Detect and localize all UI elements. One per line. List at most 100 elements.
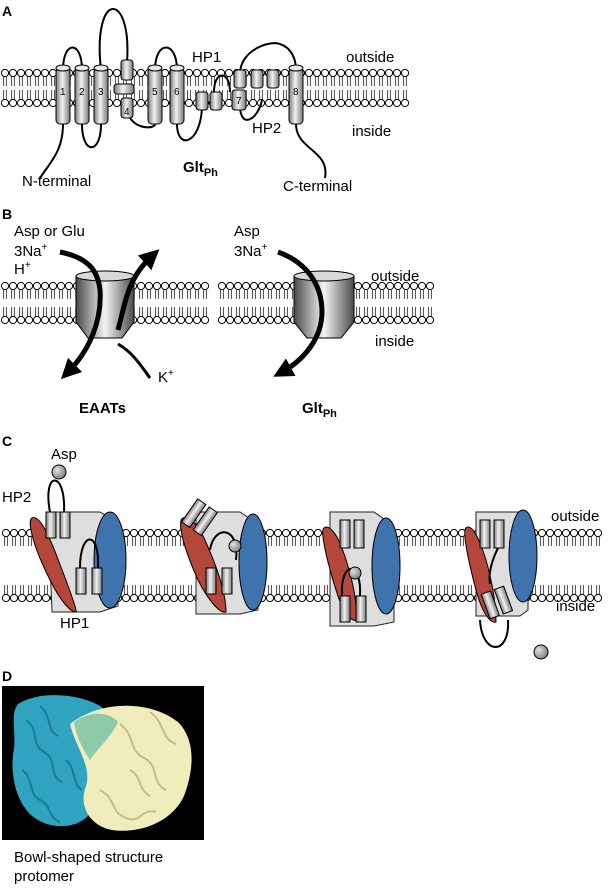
lipid-head <box>336 98 346 108</box>
lipid-tail <box>43 76 47 86</box>
lipid-head <box>304 68 314 78</box>
lipid-head <box>273 281 283 291</box>
helix-number-8: 8 <box>293 87 299 98</box>
lipid-tail <box>267 90 271 100</box>
lipid-head <box>224 68 234 78</box>
lipid-tail <box>316 536 320 546</box>
lipid-head <box>417 281 427 291</box>
lipid-head <box>8 68 18 78</box>
lipid-head <box>385 281 395 291</box>
lipid-head <box>449 593 459 603</box>
lipid-tail <box>220 289 224 299</box>
lipid-tail <box>580 585 584 595</box>
lipid-tail <box>268 307 272 317</box>
lipid-tail <box>203 289 207 299</box>
lipid-tail <box>35 289 39 299</box>
k-line <box>117 342 152 379</box>
lipid-head <box>200 315 210 325</box>
lipid-tail <box>283 76 287 86</box>
lipid-head <box>360 68 370 78</box>
lipid-head <box>352 98 362 108</box>
helix-group-a <box>55 59 304 125</box>
lipid-tail <box>259 90 263 100</box>
lipid-head <box>0 68 10 78</box>
lipid-head <box>553 528 563 538</box>
lipid-head <box>17 593 27 603</box>
lipid-tail <box>171 307 175 317</box>
lipid-head <box>376 98 386 108</box>
lipid-head <box>40 98 50 108</box>
eaat-substrate-0: Asp or Glu <box>14 223 85 240</box>
lipid-tail <box>412 585 416 595</box>
lipid-head <box>200 281 210 291</box>
lipid-tail <box>315 76 319 86</box>
lipid-head <box>384 68 394 78</box>
lipid-tail <box>364 307 368 317</box>
k-ion-label: K+ <box>158 368 174 386</box>
helix-5 <box>147 64 163 125</box>
lipid-head <box>40 68 50 78</box>
inside-label-c: inside <box>556 598 595 615</box>
lipid-head <box>257 315 267 325</box>
lipid-head <box>169 593 179 603</box>
lipid-head <box>280 98 290 108</box>
lipid-tail <box>195 307 199 317</box>
lipid-tail <box>172 536 176 546</box>
lipid-head <box>169 528 179 538</box>
lipid-tail <box>156 585 160 595</box>
outside-label-b: outside <box>371 268 419 285</box>
inside-label-b: inside <box>375 333 414 350</box>
lipid-tail <box>316 585 320 595</box>
lipid-tail <box>44 585 48 595</box>
lipid-head <box>177 593 187 603</box>
lipid-head <box>136 98 146 108</box>
lipid-tail <box>20 585 24 595</box>
glt-substrate-labels: Asp 3Na+ <box>234 223 268 260</box>
lipid-head <box>305 593 315 603</box>
lipid-head <box>577 593 587 603</box>
lipid-head <box>569 528 579 538</box>
lipid-head <box>200 68 210 78</box>
helix-6 <box>169 64 185 125</box>
lipid-head <box>145 528 155 538</box>
lipid-tail <box>20 536 24 546</box>
lipid-tail <box>163 307 167 317</box>
lipid-tail <box>420 585 424 595</box>
lipid-head <box>136 281 146 291</box>
helix-number-6: 6 <box>174 87 180 98</box>
lipid-tail <box>355 90 359 100</box>
lipid-head <box>465 593 475 603</box>
lipid-head <box>17 528 27 538</box>
lipid-head <box>265 315 275 325</box>
lipid-head <box>16 98 26 108</box>
lipid-head <box>64 315 74 325</box>
lipid-head <box>217 281 227 291</box>
hp1-loop <box>79 538 100 569</box>
lipid-head <box>161 593 171 603</box>
lipid-head <box>353 315 363 325</box>
lipid-head <box>280 68 290 78</box>
lipid-tail <box>395 76 399 86</box>
eaat-influx-arrow <box>59 249 103 380</box>
lipid-head <box>297 528 307 538</box>
lipid-tail <box>596 585 600 595</box>
lipid-head <box>16 281 26 291</box>
lipid-tail <box>556 536 560 546</box>
lipid-tail <box>436 585 440 595</box>
lipid-tail <box>379 76 383 86</box>
protein-name-a: GltPh <box>183 159 218 179</box>
lipid-tail <box>180 585 184 595</box>
lipid-tail <box>292 585 296 595</box>
protein-loops-a <box>39 8 327 179</box>
lipid-tail <box>11 289 15 299</box>
lipid-head <box>184 68 194 78</box>
helix-3 <box>93 64 109 125</box>
lipid-head <box>241 315 251 325</box>
lipid-head <box>409 315 419 325</box>
lipid-tail <box>596 536 600 546</box>
lipid-head <box>32 281 42 291</box>
panel-d: D <box>2 668 204 840</box>
panel-b: B Asp or Glu 3Na+ H+ K+ EAATs Asp 3Na+ <box>0 206 435 420</box>
lipid-head <box>136 68 146 78</box>
lipid-head <box>153 593 163 603</box>
